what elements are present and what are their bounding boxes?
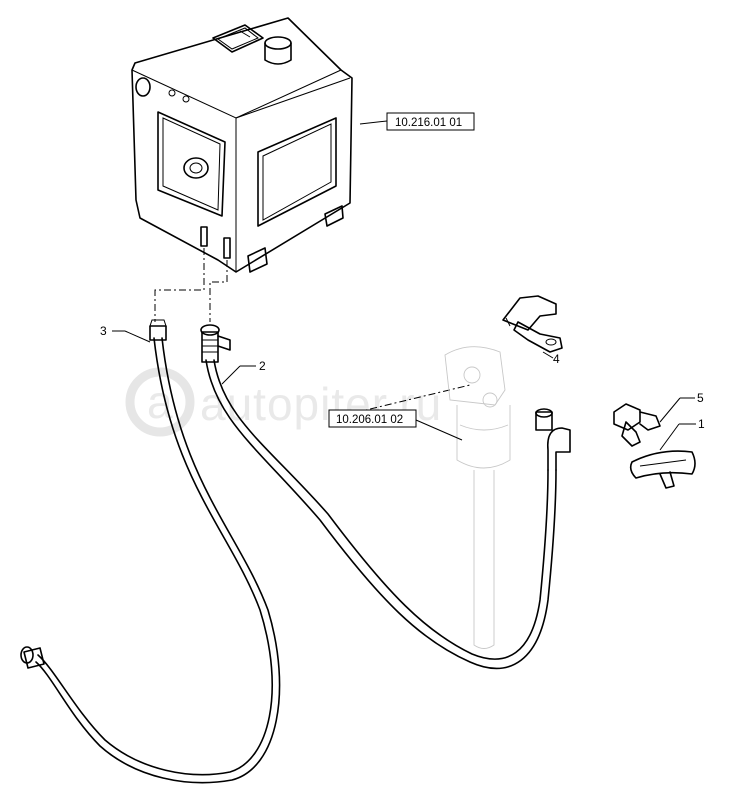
callout-4-text: 4	[553, 352, 560, 366]
callout-5-text: 5	[697, 391, 704, 405]
part-5-connector	[613, 403, 661, 447]
callout-3-text: 3	[100, 324, 107, 338]
callout-3: 3	[100, 324, 151, 343]
ref-tank-text: 10.216.01 01	[395, 117, 462, 129]
watermark: a autopiter.ru	[125, 367, 441, 437]
callout-1-text: 1	[698, 417, 705, 431]
filter-assembly	[444, 346, 511, 649]
ref-tank-label: 10.216.01 01	[359, 112, 475, 131]
ref-filter-label: 10.206.01 02	[328, 409, 463, 441]
callout-5: 5	[659, 391, 704, 423]
ref-filter-text: 10.206.01 02	[336, 414, 403, 426]
part-4-clip	[502, 295, 563, 353]
callout-2: 2	[221, 359, 266, 385]
watermark-logo-letter: a	[147, 376, 174, 428]
callout-2-text: 2	[259, 359, 266, 373]
hose-2	[200, 324, 571, 670]
callout-4: 4	[542, 351, 560, 366]
hose-3	[20, 319, 281, 784]
part-1-clamp	[629, 450, 696, 489]
watermark-logo	[125, 367, 195, 437]
callout-1: 1	[659, 417, 705, 451]
reservoir-tank	[131, 17, 353, 273]
